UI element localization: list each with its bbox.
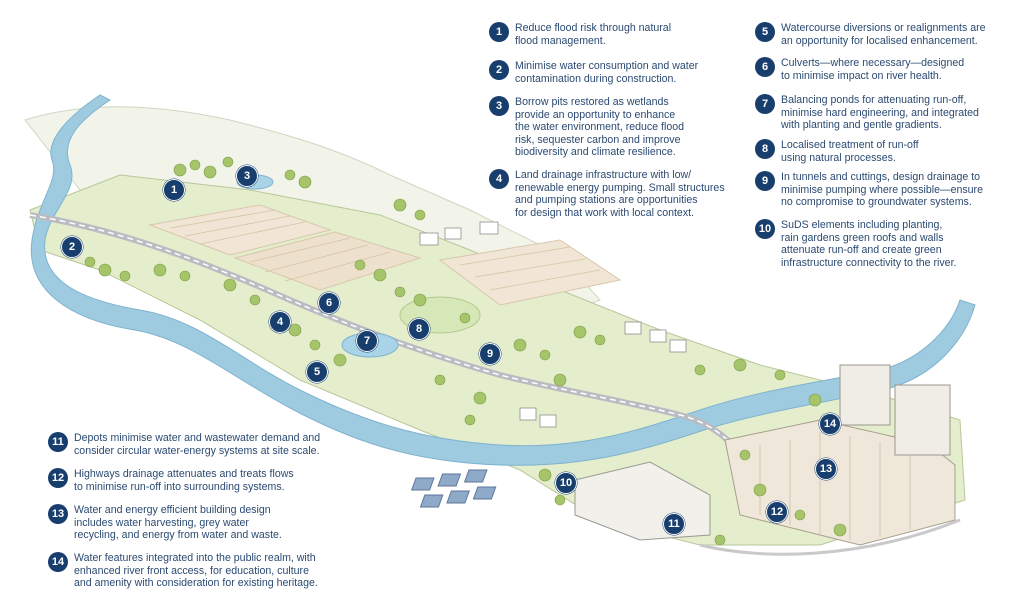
legend-badge: 9 <box>755 171 775 191</box>
map-marker-5: 5 <box>306 361 328 383</box>
map-marker-12: 12 <box>766 501 788 523</box>
legend-text: Highways drainage attenuates and treats … <box>74 468 294 493</box>
map-marker-2: 2 <box>61 236 83 258</box>
map-marker-6: 6 <box>318 292 340 314</box>
legend-item-10: 10 SuDS elements including planting, rai… <box>755 219 1015 269</box>
building-facade <box>759 432 911 540</box>
legend-text: Culverts—where necessary—designed to min… <box>781 57 965 82</box>
legend-item-7: 7 Balancing ponds for attenuating run-of… <box>755 94 1015 132</box>
legend-item-2: 2 Minimise water consumption and water c… <box>489 60 744 85</box>
map-marker-10: 10 <box>555 472 577 494</box>
legend-item-14: 14 Water features integrated into the pu… <box>48 552 348 590</box>
field-furrows <box>169 209 601 291</box>
legend-item-1: 1 Reduce flood risk through natural floo… <box>489 22 744 47</box>
legend-badge: 11 <box>48 432 68 452</box>
legend-badge: 8 <box>755 139 775 159</box>
legend-text: Watercourse diversions or realignments a… <box>781 22 986 47</box>
trees <box>84 156 847 546</box>
legend-item-8: 8 Localised treatment of run-off using n… <box>755 139 1015 164</box>
map-marker-8: 8 <box>408 318 430 340</box>
legend-item-4: 4 Land drainage infrastructure with low/… <box>489 169 744 219</box>
legend-text: Localised treatment of run-off using nat… <box>781 139 919 164</box>
map-marker-1: 1 <box>163 179 185 201</box>
legend-item-12: 12 Highways drainage attenuates and trea… <box>48 468 348 493</box>
legend-item-9: 9 In tunnels and cuttings, design draina… <box>755 171 1015 209</box>
map-marker-3: 3 <box>236 165 258 187</box>
houses <box>419 221 687 428</box>
map-marker-7: 7 <box>356 330 378 352</box>
legend-text: Reduce flood risk through natural flood … <box>515 22 672 47</box>
legend-badge: 5 <box>755 22 775 42</box>
legend-badge: 6 <box>755 57 775 77</box>
legend-item-11: 11 Depots minimise water and wastewater … <box>48 432 348 457</box>
legend-item-6: 6 Culverts—where necessary—designed to m… <box>755 57 1015 82</box>
legend-badge: 2 <box>489 60 509 80</box>
legend-item-5: 5 Watercourse diversions or realignments… <box>755 22 1015 47</box>
legend-text: In tunnels and cuttings, design drainage… <box>781 171 983 209</box>
solar-panels <box>410 469 497 508</box>
legend-text: Land drainage infrastructure with low/ r… <box>515 169 725 219</box>
legend-text: Depots minimise water and wastewater dem… <box>74 432 321 457</box>
tower-block <box>839 364 891 426</box>
legend-badge: 4 <box>489 169 509 189</box>
legend-item-13: 13 Water and energy efficient building d… <box>48 504 348 542</box>
field-1 <box>148 204 332 256</box>
map-marker-9: 9 <box>479 343 501 365</box>
legend-text: Borrow pits restored as wetlands provide… <box>515 96 685 159</box>
legend-badge: 12 <box>48 468 68 488</box>
legend-text: Balancing ponds for attenuating run-off,… <box>781 94 979 132</box>
legend-item-3: 3 Borrow pits restored as wetlands provi… <box>489 96 744 159</box>
legend-badge: 1 <box>489 22 509 42</box>
field-3 <box>438 239 622 306</box>
legend-text: Water and energy efficient building desi… <box>74 504 282 542</box>
legend-text: Minimise water consumption and water con… <box>515 60 699 85</box>
legend-badge: 7 <box>755 94 775 114</box>
legend-badge: 13 <box>48 504 68 524</box>
legend-text: Water features integrated into the publi… <box>74 552 318 590</box>
legend-badge: 10 <box>755 219 775 239</box>
legend-badge: 14 <box>48 552 68 572</box>
map-marker-14: 14 <box>819 413 841 435</box>
legend-text: SuDS elements including planting, rain g… <box>781 219 957 269</box>
map-marker-11: 11 <box>663 513 685 535</box>
tower-block-2 <box>894 384 951 456</box>
bottom-road <box>699 518 961 556</box>
map-marker-4: 4 <box>269 311 291 333</box>
legend-badge: 3 <box>489 96 509 116</box>
map-marker-13: 13 <box>815 458 837 480</box>
river <box>30 94 976 466</box>
